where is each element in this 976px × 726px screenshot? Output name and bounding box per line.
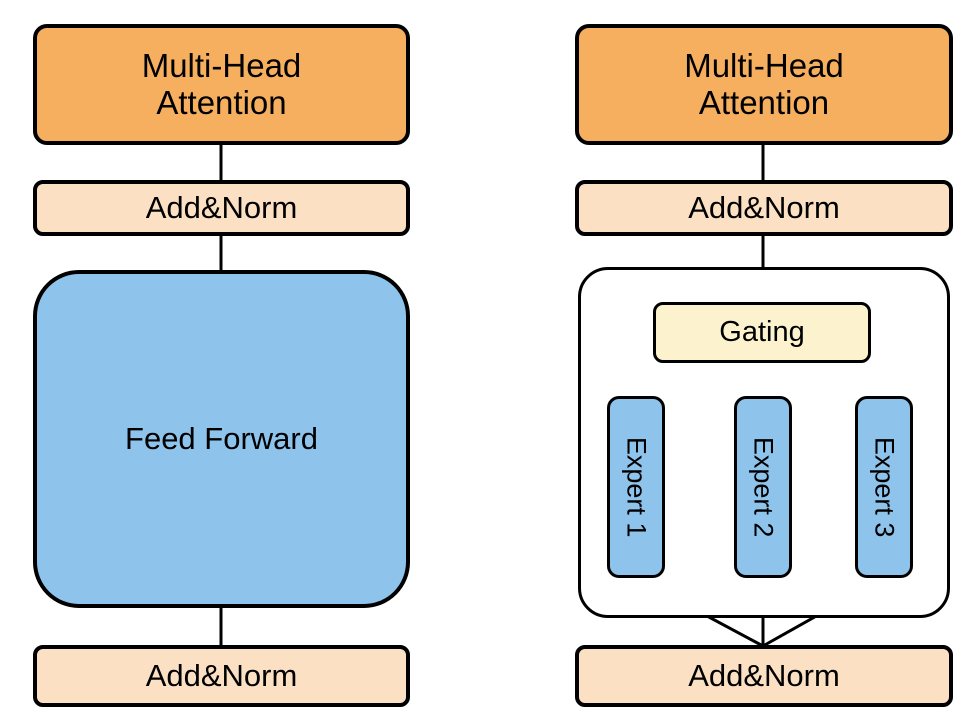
right-add-norm-top-label: Add&Norm [688, 189, 840, 225]
expert-2-block[interactable]: Expert 2 [734, 396, 792, 578]
right-multi-head-attention-block[interactable]: Multi-Head Attention [575, 24, 953, 145]
gating-label: Gating [719, 316, 805, 349]
left-add-norm-bottom-block[interactable]: Add&Norm [33, 645, 410, 707]
left-multi-head-attention-block[interactable]: Multi-Head Attention [33, 24, 410, 145]
left-mha-label-line2: Attention [156, 83, 287, 121]
left-add-norm-top-block[interactable]: Add&Norm [33, 180, 410, 236]
right-add-norm-top-block[interactable]: Add&Norm [575, 180, 953, 236]
expert-1-block[interactable]: Expert 1 [607, 396, 665, 578]
expert-3-block[interactable]: Expert 3 [855, 396, 913, 578]
expert-3-label: Expert 3 [869, 436, 900, 538]
right-mha-label-line2: Attention [698, 83, 830, 121]
right-add-norm-bottom-label: Add&Norm [688, 657, 840, 693]
left-mha-label-line1: Multi-Head [141, 46, 302, 84]
left-add-norm-bottom-label: Add&Norm [145, 657, 298, 693]
right-mha-label-line1: Multi-Head [684, 46, 844, 84]
left-feed-forward-label: Feed Forward [125, 420, 318, 456]
gating-block[interactable]: Gating [653, 302, 871, 363]
expert-1-label: Expert 1 [621, 436, 652, 538]
left-feed-forward-block[interactable]: Feed Forward [33, 270, 410, 608]
right-add-norm-bottom-block[interactable]: Add&Norm [575, 645, 953, 707]
left-add-norm-top-label: Add&Norm [145, 189, 298, 225]
expert-2-label: Expert 2 [748, 436, 779, 538]
